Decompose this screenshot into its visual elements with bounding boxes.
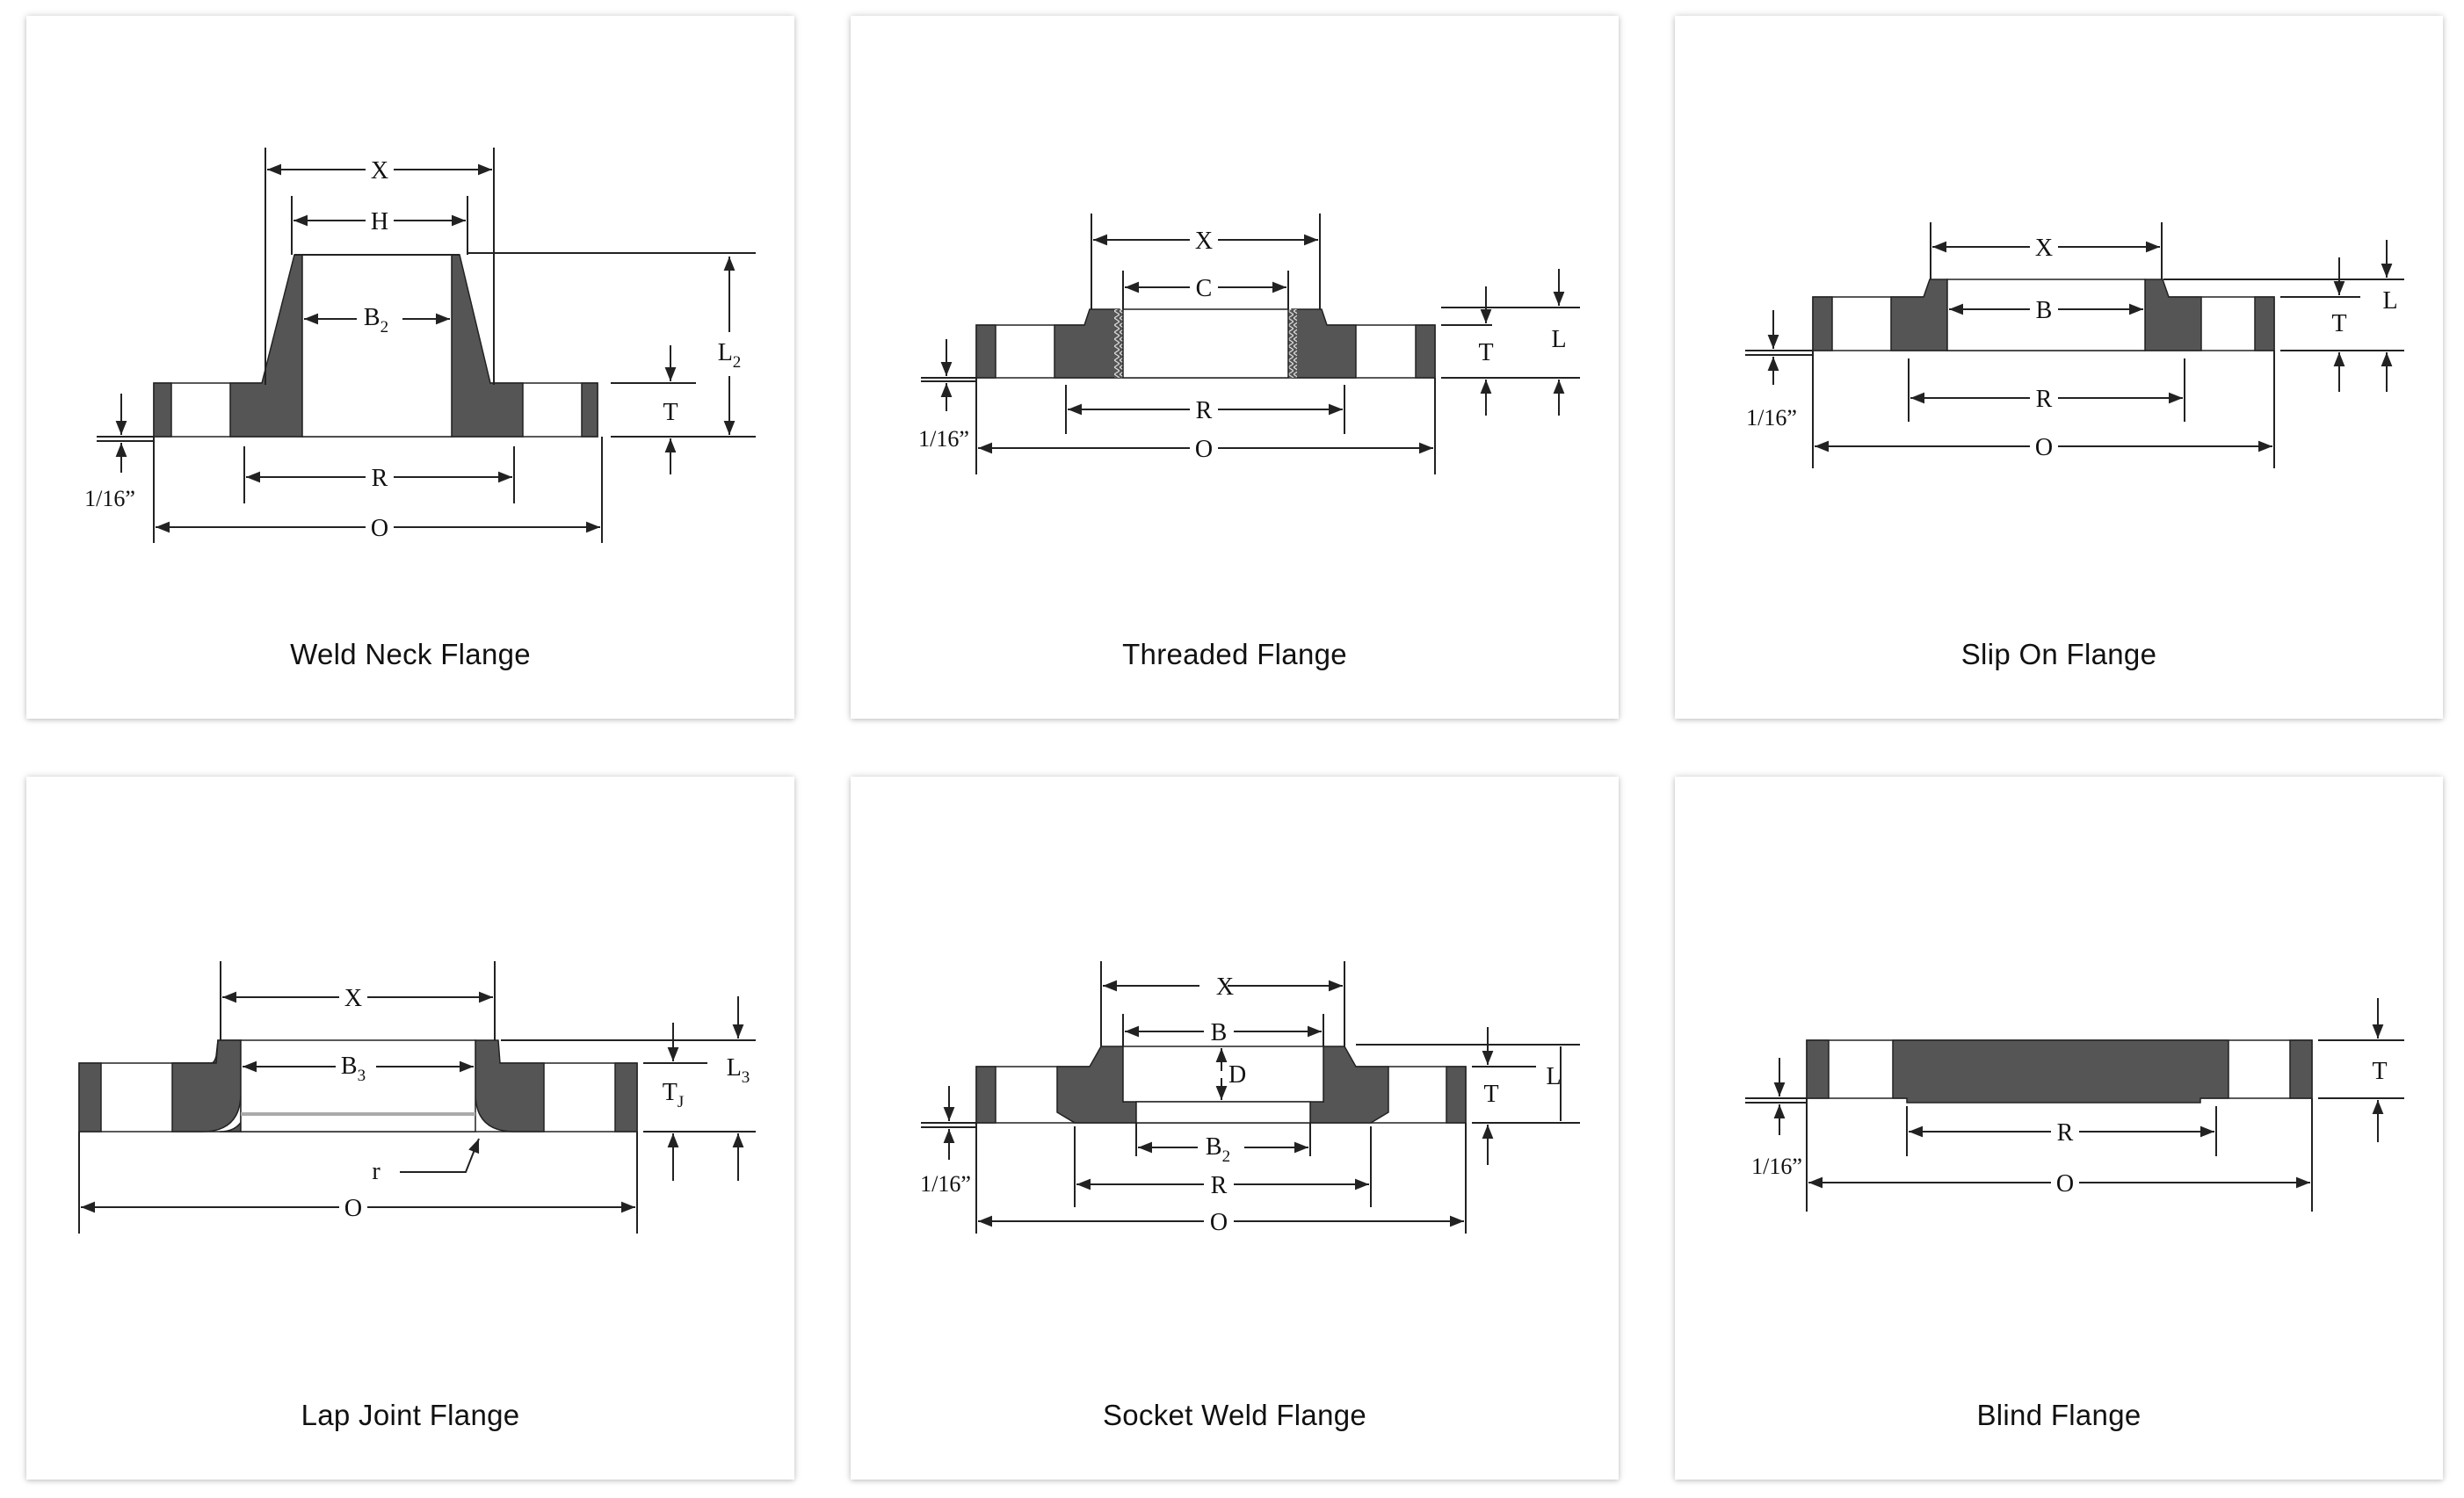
label-raised-face: 1/16” <box>1746 405 1797 431</box>
label-r: R <box>1211 1172 1228 1199</box>
label-raised-face: 1/16” <box>84 486 135 511</box>
label-b: B <box>2036 297 2053 324</box>
label-o: O <box>1195 436 1213 463</box>
card-caption: Weld Neck Flange <box>290 638 531 670</box>
lap-joint-flange-drawing: X B3 TJ L3 r O <box>78 961 756 1234</box>
threaded-flange-drawing: X C T L 1/16” R O <box>918 213 1580 474</box>
label-l3: L3 <box>727 1054 750 1087</box>
label-o: O <box>1210 1209 1228 1236</box>
slip-on-flange-drawing: X B L T 1/16” R O <box>1745 222 2404 468</box>
label-l2: L2 <box>718 339 742 372</box>
card-socket-weld-flange[interactable]: X B D T L 1/16” B2 R O Socket Weld Flang… <box>851 777 1619 1480</box>
label-x: X <box>1216 973 1234 1001</box>
label-x: X <box>371 157 388 185</box>
card-slip-on-flange[interactable]: X B L T 1/16” R O Slip On Flange <box>1675 16 2443 719</box>
label-x: X <box>1195 228 1213 255</box>
label-o: O <box>2035 434 2053 461</box>
label-t: T <box>2331 310 2346 337</box>
label-c: C <box>1196 275 1213 302</box>
label-t: T <box>1483 1081 1498 1108</box>
weld-neck-flange-drawing: X H B2 L2 T 1/16” R O <box>84 148 756 543</box>
label-l: L <box>1551 326 1566 353</box>
label-x: X <box>344 985 362 1012</box>
card-lap-joint-flange[interactable]: X B3 TJ L3 r O Lap Joint Flange <box>26 777 794 1480</box>
label-raised-face: 1/16” <box>920 1171 971 1197</box>
label-x: X <box>2035 235 2053 262</box>
label-tj: TJ <box>663 1079 685 1111</box>
label-b: B <box>1211 1019 1228 1046</box>
label-r: R <box>372 465 388 492</box>
card-weld-neck-flange[interactable]: X H B2 L2 T 1/16” R O Weld Neck Flange <box>26 16 794 719</box>
card-caption: Slip On Flange <box>1960 638 2157 670</box>
label-l: L <box>1546 1063 1561 1090</box>
label-raised-face: 1/16” <box>1751 1154 1802 1179</box>
card-caption: Lap Joint Flange <box>301 1399 520 1431</box>
label-b2: B2 <box>1206 1133 1230 1166</box>
label-r: R <box>2057 1119 2074 1147</box>
label-r: R <box>2036 386 2053 413</box>
socket-weld-flange-drawing: X B D T L 1/16” B2 R O <box>920 961 1580 1236</box>
blind-flange-drawing: T 1/16” R O <box>1745 998 2404 1212</box>
label-b2: B2 <box>364 304 388 337</box>
label-l: L <box>2382 287 2397 315</box>
label-raised-face: 1/16” <box>918 426 969 452</box>
card-caption: Threaded Flange <box>1122 638 1347 670</box>
label-o: O <box>2056 1170 2074 1198</box>
label-h: H <box>371 208 388 235</box>
label-d: D <box>1228 1061 1246 1089</box>
card-blind-flange[interactable]: T 1/16” R O Blind Flange <box>1675 777 2443 1480</box>
label-b3: B3 <box>341 1053 366 1085</box>
label-o: O <box>344 1195 362 1222</box>
label-r: R <box>1196 397 1213 424</box>
label-o: O <box>371 515 388 542</box>
label-t: T <box>663 399 678 426</box>
card-threaded-flange[interactable]: X C T L 1/16” R O Threaded Flange <box>851 16 1619 719</box>
card-caption: Blind Flange <box>1976 1399 2142 1431</box>
card-caption: Socket Weld Flange <box>1102 1399 1367 1431</box>
label-radius: r <box>372 1158 380 1185</box>
label-t: T <box>2372 1058 2387 1085</box>
label-t: T <box>1478 339 1493 366</box>
